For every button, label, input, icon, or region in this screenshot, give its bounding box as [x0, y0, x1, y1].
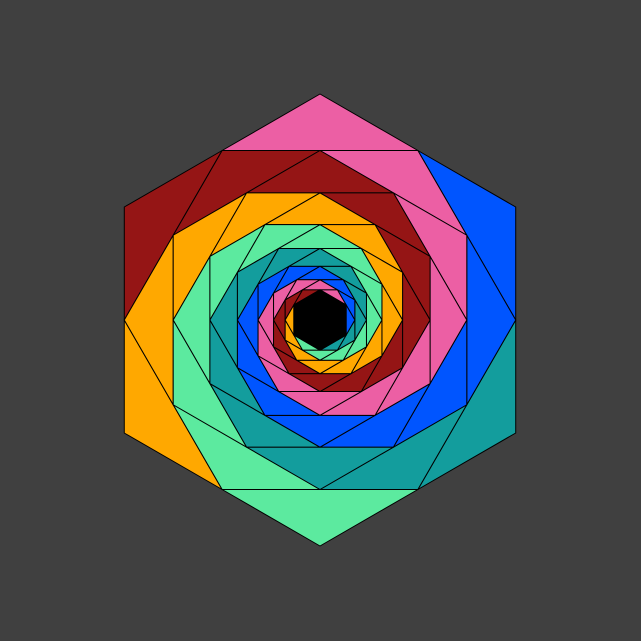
- spiral-triangle-l0-s0: [221, 93, 419, 151]
- spiral-triangle-l0-s3: [221, 489, 419, 547]
- spiral-center: [293, 289, 347, 351]
- spiral-polygon-group: [123, 93, 517, 547]
